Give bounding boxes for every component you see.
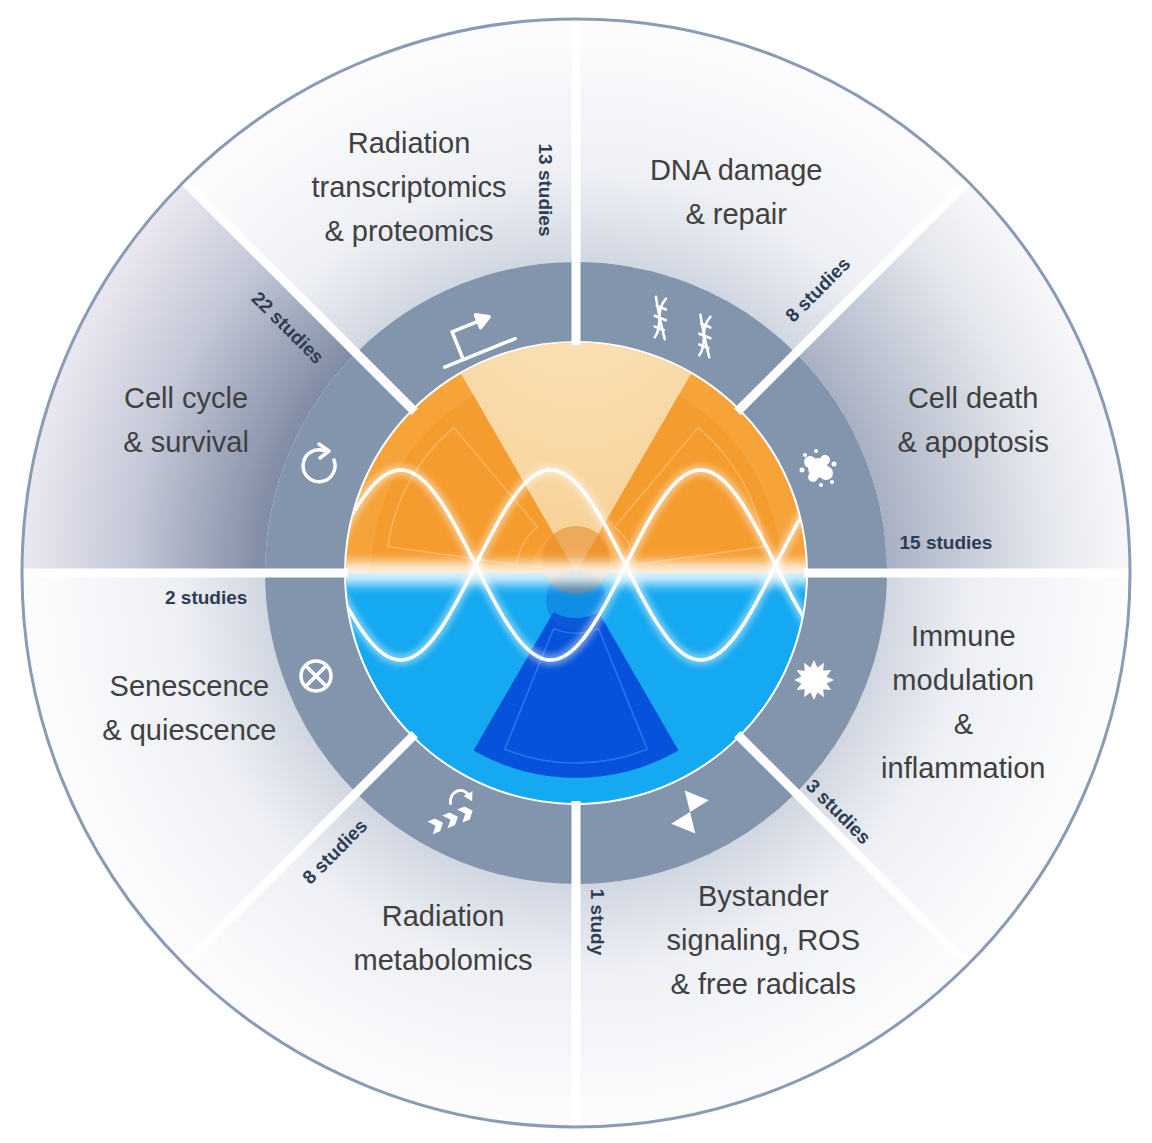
sector-divider [185,734,415,964]
sine-wave [340,470,812,660]
category-label: Senescence & quiescence [101,664,278,752]
sector-divider [23,569,348,578]
category-label: Immune modulation & inflammation [880,614,1047,790]
category-label: DNA damage & repair [649,148,824,236]
sector-node: Senescence & quiescence2 studies [101,664,278,752]
sector-node: DNA damage & repair8 studies [649,148,824,236]
senescence-icon [301,661,331,691]
trefoil-blade [474,612,679,778]
cell-cycle-icon [303,444,335,482]
sector-node: Bystander signaling, ROS & free radicals… [665,874,861,1006]
study-count: 2 studies [165,587,247,609]
wave-glow [340,470,812,660]
hourglass-icon [671,790,709,833]
sector-node: Radiation transcriptomics & proteomics13… [311,121,508,253]
sector-node: Immune modulation & inflammation3 studie… [880,614,1047,790]
study-count: 13 studies [534,144,556,237]
category-label: Radiation metabolomics [353,894,534,982]
sector-divider [572,20,581,345]
outer-ring [22,19,1130,1127]
sector-node: Radiation metabolomics8 studies [353,894,534,982]
category-label: Bystander signaling, ROS & free radicals [665,874,861,1006]
sector-node: Cell death & apoptosis15 studies [896,376,1050,464]
metabolism-icon [421,786,482,835]
study-count: 1 study [586,889,608,956]
sector-divider [804,569,1129,578]
sine-wave [340,470,812,660]
category-label: Cell cycle & survival [122,376,250,464]
gene-icon [431,304,515,367]
cell-death-icon [800,449,837,487]
dna-icon [642,295,724,359]
trefoil-blade [599,396,782,574]
category-label: Radiation transcriptomics & proteomics [311,121,508,253]
study-count: 15 studies [899,532,992,554]
wave-glow [340,470,812,660]
sector-node: Cell cycle & survival22 studies [122,376,250,464]
sector-divider [572,801,581,1126]
immune-icon [794,660,834,700]
category-label: Cell death & apoptosis [896,376,1050,464]
